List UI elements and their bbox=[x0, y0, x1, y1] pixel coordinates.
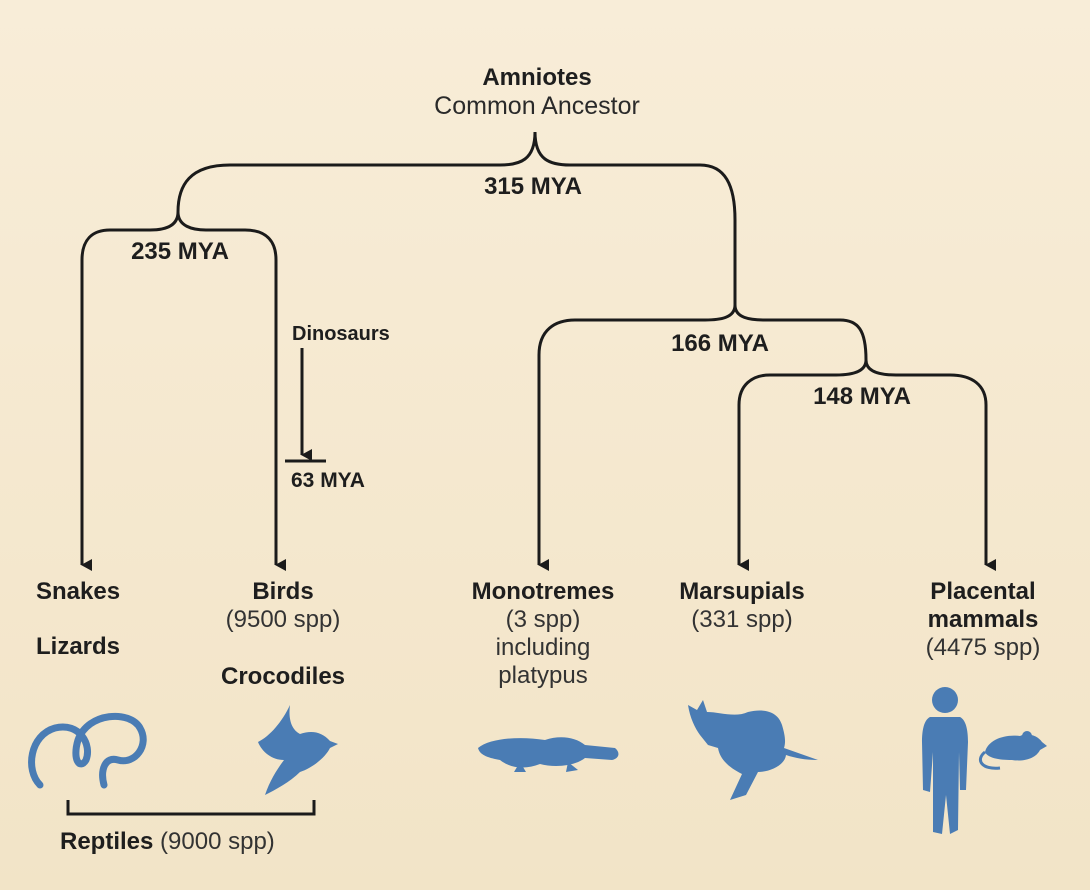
branch-therians bbox=[733, 304, 868, 361]
taxon-monotremes-count: (3 spp) bbox=[505, 606, 581, 633]
branch-monotremes bbox=[537, 304, 737, 571]
taxon-placental-count: (4475 spp) bbox=[925, 634, 1041, 661]
reptiles-group-label: Reptiles (9000 spp) bbox=[60, 828, 275, 856]
taxon-lizards: Lizards bbox=[36, 633, 121, 660]
snake-icon bbox=[28, 712, 147, 789]
taxon-marsupials: Marsupials bbox=[679, 578, 805, 605]
root-title: Amniotes bbox=[482, 64, 592, 91]
taxon-birds-count: (9500 spp) bbox=[225, 606, 341, 633]
taxon-placental-line2: mammals bbox=[927, 606, 1039, 633]
branch-root bbox=[176, 131, 737, 305]
dinosaurs-label: Dinosaurs bbox=[292, 323, 390, 345]
node-148-label: 148 MYA bbox=[813, 383, 911, 410]
taxon-monotremes-note2: platypus bbox=[498, 662, 588, 689]
taxon-monotremes: Monotremes bbox=[471, 578, 615, 605]
reptiles-bracket bbox=[66, 800, 316, 816]
node-235-label: 235 MYA bbox=[131, 238, 229, 265]
taxon-monotremes-note1: including bbox=[495, 634, 591, 661]
taxon-placental-line1: Placental bbox=[930, 578, 1036, 605]
taxon-crocodiles: Crocodiles bbox=[220, 663, 346, 690]
platypus-icon bbox=[478, 737, 619, 772]
reptiles-label: Reptiles bbox=[60, 828, 154, 855]
node-315-label: 315 MYA bbox=[484, 173, 582, 200]
extinction-label: 63 MYA bbox=[291, 469, 365, 492]
bird-icon bbox=[258, 705, 338, 795]
mouse-icon bbox=[979, 731, 1047, 770]
branch-birds bbox=[176, 211, 286, 571]
node-166-label: 166 MYA bbox=[671, 330, 769, 357]
root-subtitle: Common Ancestor bbox=[434, 92, 640, 120]
taxon-birds: Birds bbox=[252, 578, 314, 605]
branch-reptiles bbox=[80, 211, 180, 571]
reptiles-count: (9000 spp) bbox=[160, 828, 275, 855]
taxon-marsupials-count: (331 spp) bbox=[691, 606, 793, 633]
human-icon bbox=[922, 687, 968, 834]
kangaroo-icon bbox=[688, 700, 818, 800]
branch-marsupials bbox=[737, 359, 868, 571]
taxon-snakes: Snakes bbox=[36, 578, 121, 605]
branch-placentals bbox=[864, 359, 996, 571]
